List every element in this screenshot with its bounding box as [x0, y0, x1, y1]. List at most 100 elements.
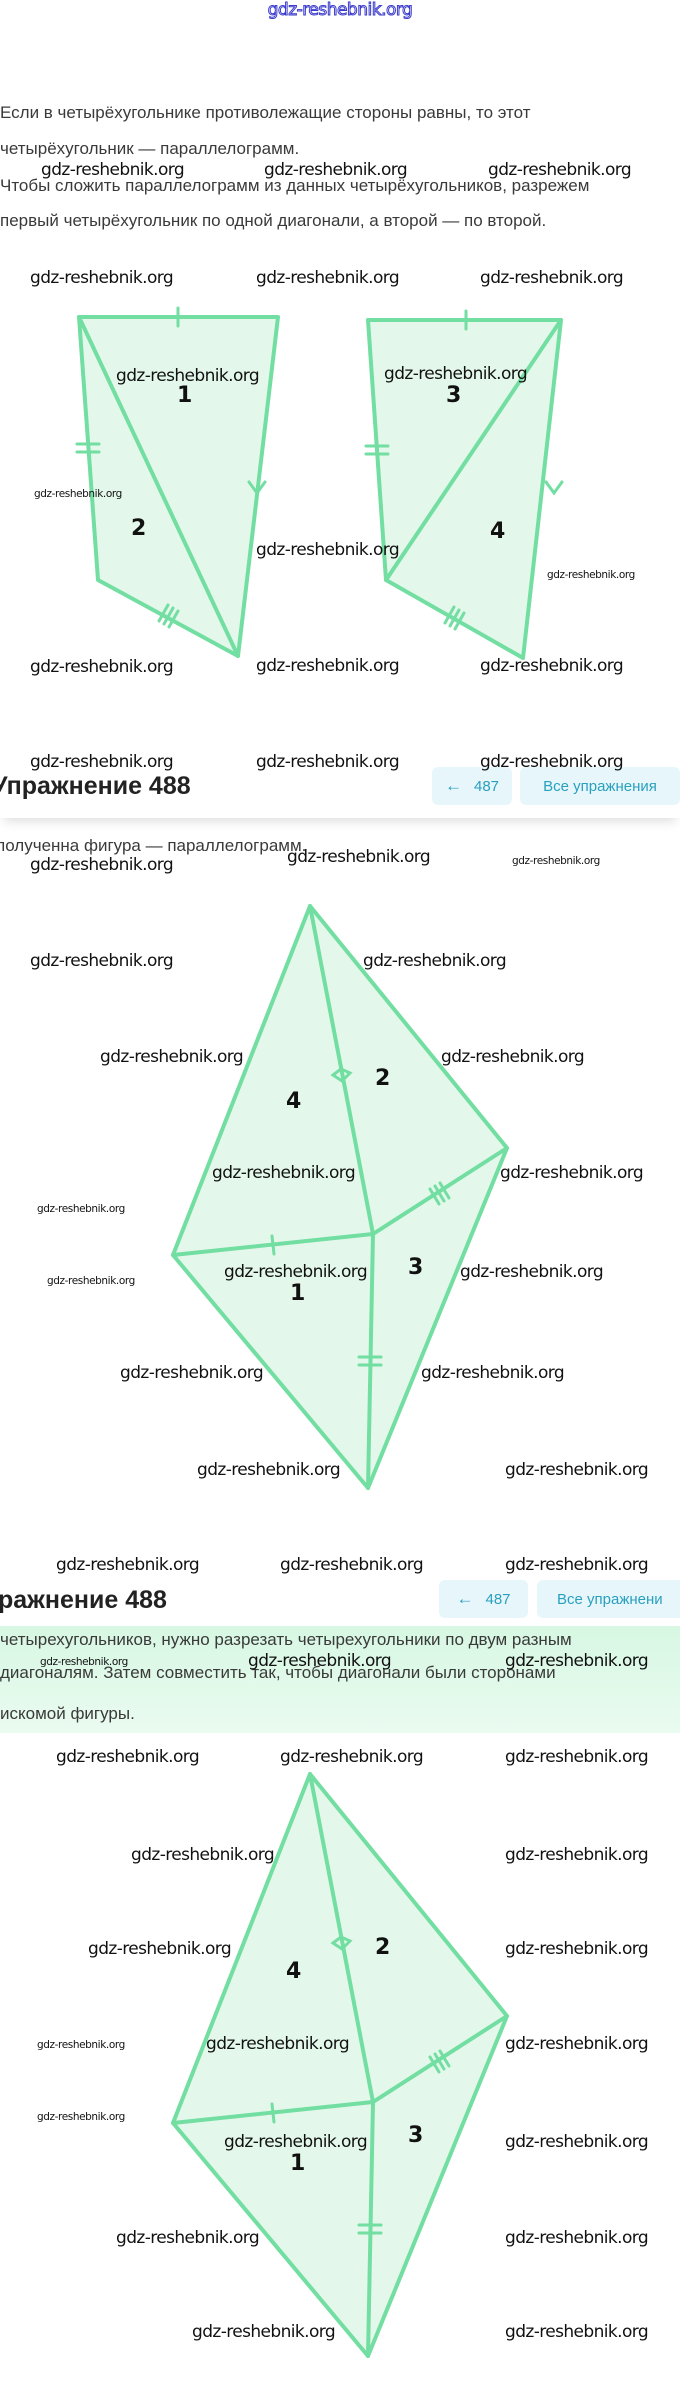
watermark-text: gdz-reshebnik.org: [30, 752, 174, 772]
watermark-text: gdz-reshebnik.org: [480, 268, 624, 288]
figure-label: 2: [131, 516, 147, 541]
watermark-text: gdz-reshebnik.org: [116, 366, 260, 386]
paragraph-line: первый четырёхугольник по одной диагонал…: [0, 211, 547, 230]
watermark-text: gdz-reshebnik.org: [34, 488, 122, 500]
watermark-text: gdz-reshebnik.org: [116, 2228, 260, 2248]
quadrilateral-2-shape: [366, 318, 563, 660]
paragraph-line: искомой фигуры.: [0, 1704, 135, 1723]
watermark-text: gdz-reshebnik.org: [547, 569, 635, 581]
watermark-text: gdz-reshebnik.org: [56, 1747, 200, 1767]
exercise-title: ражнение 488: [0, 1586, 167, 1614]
paragraph-line: четырехугольников, нужно разрезать четыр…: [0, 1630, 572, 1649]
watermark-text: gdz-reshebnik.org: [264, 160, 408, 180]
triple-tick-mark: [162, 606, 175, 626]
triple-tick-mark: [448, 608, 461, 628]
diagonal-line: [384, 318, 563, 582]
watermark-text: gdz-reshebnik.org: [505, 1939, 649, 1959]
watermark-text: gdz-reshebnik.org: [505, 1747, 649, 1767]
parallelogram-figure-1: [171, 904, 509, 1490]
watermark-text: gdz-reshebnik.org: [505, 2228, 649, 2248]
exercise-title: Упражнение 488: [0, 772, 191, 800]
prev-exercise-label: 487: [485, 1590, 511, 1608]
watermark-text: gdz-reshebnik.org: [131, 1845, 275, 1865]
figure-label: 1: [177, 383, 193, 408]
watermark-text: gdz-reshebnik.org: [41, 160, 185, 180]
watermark-text: gdz-reshebnik.org: [30, 855, 174, 875]
watermark-text: gdz-reshebnik.org: [30, 268, 174, 288]
arrow-mark: [330, 1067, 353, 1083]
watermark-text: gdz-reshebnik.org: [256, 656, 400, 676]
arrow-left-icon: ←: [456, 1589, 474, 1608]
parallelogram-shape: [171, 904, 509, 1490]
watermark-text: gdz-reshebnik.org: [212, 1163, 356, 1183]
watermark-text: gdz-reshebnik.org: [287, 847, 431, 867]
paragraph-line: Чтобы сложить параллелограмм из данных ч…: [0, 176, 590, 195]
watermark-text: gdz-reshebnik.org: [256, 268, 400, 288]
watermark-text: gdz-reshebnik.org: [248, 1651, 392, 1671]
arrow-mark: [330, 1935, 353, 1951]
quadrilateral-2-figure: [364, 309, 564, 660]
watermark-text: gdz-reshebnik.org: [441, 1047, 585, 1067]
watermark-text: gdz-reshebnik.org: [224, 1262, 368, 1282]
figure-label: 4: [286, 1959, 302, 1984]
watermark-text: gdz-reshebnik.org: [280, 1747, 424, 1767]
figure-label: 1: [290, 1281, 306, 1306]
watermark-text: gdz-reshebnik.org: [421, 1363, 565, 1383]
diagonal-line: [77, 315, 240, 658]
prev-exercise-button[interactable]: ← 487: [432, 767, 512, 805]
watermark-text: gdz-reshebnik.org: [363, 951, 507, 971]
watermark-text: gdz-reshebnik.org: [100, 1047, 244, 1067]
section2-text: полученна фигура — параллелограмм.: [0, 836, 307, 855]
watermark-text: gdz-reshebnik.org: [37, 1203, 125, 1215]
exercise-header-sticky: ражнение 488 ← 487 Все упражнени: [0, 1570, 680, 1626]
all-exercises-button[interactable]: Все упражнения: [520, 767, 680, 805]
solution-highlight: четырехугольников, нужно разрезать четыр…: [0, 1620, 680, 1733]
watermark-text: gdz-reshebnik.org: [500, 1163, 644, 1183]
watermark-top: gdz-reshebnik.org: [267, 0, 413, 21]
parallelogram-figure-2: [171, 1772, 509, 2358]
watermark-text: gdz-reshebnik.org: [30, 657, 174, 677]
figure-label: 3: [408, 2123, 424, 2148]
watermark-text: gdz-reshebnik.org: [40, 1656, 128, 1668]
prev-exercise-button[interactable]: ← 487: [439, 1580, 528, 1618]
triple-tick-mark: [428, 1187, 441, 1206]
watermark-text: gdz-reshebnik.org: [505, 1460, 649, 1480]
paragraph-line: Если в четырёхугольнике противолежащие с…: [0, 103, 531, 122]
watermark-text: gdz-reshebnik.org: [280, 1555, 424, 1575]
watermark-text: gdz-reshebnik.org: [37, 2039, 125, 2051]
triple-tick-mark: [167, 609, 180, 629]
watermark-text: gdz-reshebnik.org: [206, 2034, 350, 2054]
watermark-text: gdz-reshebnik.org: [505, 2322, 649, 2342]
watermark-text: gdz-reshebnik.org: [505, 2034, 649, 2054]
exercise-header: Упражнение 488 ← 487 Все упражнения: [0, 758, 680, 818]
figure-label: 4: [490, 519, 506, 544]
watermark-text: gdz-reshebnik.org: [512, 855, 600, 867]
watermark-text: gdz-reshebnik.org: [47, 1275, 135, 1287]
watermark-text: gdz-reshebnik.org: [88, 1939, 232, 1959]
single-tick-mark: [270, 2102, 276, 2124]
triple-tick-mark: [433, 2052, 446, 2071]
chevron-mark: [544, 480, 564, 496]
inner-line: [366, 2100, 375, 2358]
paragraph-line: четырёхугольник — параллелограмм.: [0, 139, 300, 158]
figure-label: 1: [290, 2151, 306, 2176]
watermark-text: gdz-reshebnik.org: [30, 951, 174, 971]
watermark-text: gdz-reshebnik.org: [488, 160, 632, 180]
triple-tick-mark: [438, 1181, 451, 1200]
all-exercises-button[interactable]: Все упражнени: [537, 1580, 680, 1618]
figure-label: 4: [286, 1089, 302, 1114]
watermark-text: gdz-reshebnik.org: [505, 2132, 649, 2152]
quadrilateral-1-figure: [75, 306, 280, 658]
inner-line: [371, 1146, 509, 1236]
watermark-text: gdz-reshebnik.org: [192, 2322, 336, 2342]
triple-tick-mark: [453, 611, 466, 631]
watermark-text: gdz-reshebnik.org: [480, 656, 624, 676]
watermark-text: gdz-reshebnik.org: [120, 1363, 264, 1383]
inner-line: [371, 2014, 509, 2104]
watermark-text: gdz-reshebnik.org: [56, 1555, 200, 1575]
figure-label: 3: [408, 1255, 424, 1280]
figure-label: 2: [375, 1935, 391, 1960]
arrow-left-icon: ←: [444, 776, 462, 795]
watermark-text: gdz-reshebnik.org: [256, 752, 400, 772]
